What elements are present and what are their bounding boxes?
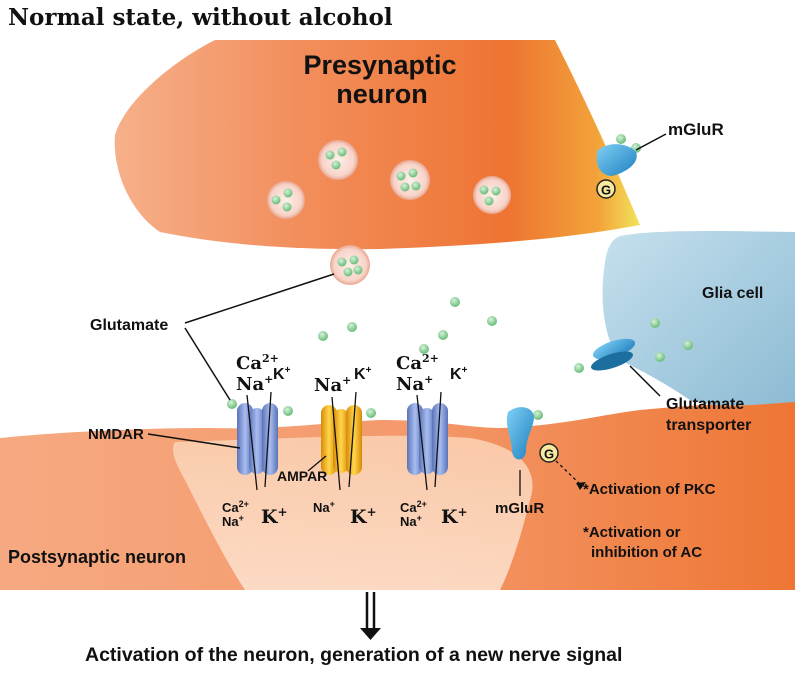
g-protein-label-post: G — [544, 447, 554, 462]
presynaptic-label-line1: Presynaptic — [303, 50, 456, 80]
svg-text:Ca2+: Ca2+ — [400, 499, 427, 515]
ion-label-bottom-1: Ca2+ Na+ K+ — [222, 499, 288, 529]
svg-text:Na+: Na+ — [313, 499, 335, 515]
svg-text:K+: K+ — [261, 505, 288, 528]
g-protein-post — [539, 443, 559, 463]
svg-text:Ca2+: Ca2+ — [222, 499, 249, 515]
pkc-label: *Activation of PKC — [583, 481, 716, 498]
nmdar-label: NMDAR — [88, 426, 144, 443]
svg-text:Ca2+: Ca2+ — [236, 352, 279, 374]
ion-label-bottom-3: Ca2+ Na+ K+ — [400, 499, 468, 529]
g-protein-label-pre: G — [601, 183, 611, 198]
glutamate-label: Glutamate — [90, 317, 168, 334]
ac-label-line2: inhibition of AC — [591, 544, 702, 561]
ion-label-bottom-2: Na+ K+ — [313, 499, 377, 528]
presynaptic-label-line2: neuron — [336, 79, 428, 109]
ion-label-top-2: Na+ K+ — [314, 365, 372, 396]
diagram-title: Normal state, without alcohol — [8, 4, 393, 31]
conclusion-text: Activation of the neuron, generation of … — [85, 644, 623, 666]
vesicle — [318, 140, 358, 180]
svg-text:Na+: Na+ — [314, 374, 351, 396]
mglur-label-post: mGluR — [495, 500, 544, 517]
svg-text:K+: K+ — [273, 365, 291, 383]
down-arrow — [360, 592, 381, 640]
svg-text:Na+: Na+ — [396, 373, 433, 395]
svg-text:Ca2+: Ca2+ — [396, 352, 439, 374]
nmdar-channel — [407, 403, 448, 475]
mglur-label-pre: mGluR — [668, 120, 724, 139]
vesicle — [473, 176, 511, 214]
transporter-label-line2: transporter — [666, 417, 751, 434]
ion-label-top-3: Ca2+ Na+ K+ — [396, 352, 468, 395]
postsynaptic-label: Postsynaptic neuron — [8, 547, 186, 567]
ampar-channel — [321, 405, 362, 475]
transporter-label-line1: Glutamate — [666, 396, 744, 413]
ion-label-top-1: Ca2+ Na+ K+ — [236, 352, 291, 395]
svg-text:Na+: Na+ — [236, 373, 273, 395]
svg-text:K+: K+ — [354, 365, 372, 383]
svg-text:K+: K+ — [450, 365, 468, 383]
ac-label-line1: *Activation or — [583, 524, 681, 541]
svg-text:K+: K+ — [441, 505, 468, 528]
vesicle-fusing — [330, 245, 370, 285]
svg-text:K+: K+ — [350, 505, 377, 528]
vesicle — [390, 160, 430, 200]
nmdar-channel — [237, 403, 278, 475]
vesicle — [267, 181, 305, 219]
ampar-label: AMPAR — [277, 468, 327, 484]
glia-cell — [602, 231, 795, 406]
svg-text:Na+: Na+ — [222, 513, 244, 529]
glutamate-transporter — [590, 338, 636, 371]
postsynaptic-mglur-receptor — [506, 407, 534, 460]
presynaptic-mglur-receptor — [596, 144, 637, 199]
svg-text:Na+: Na+ — [400, 513, 422, 529]
ion-flow-arrows — [246, 391, 442, 491]
glia-label: Glia cell — [702, 285, 763, 302]
